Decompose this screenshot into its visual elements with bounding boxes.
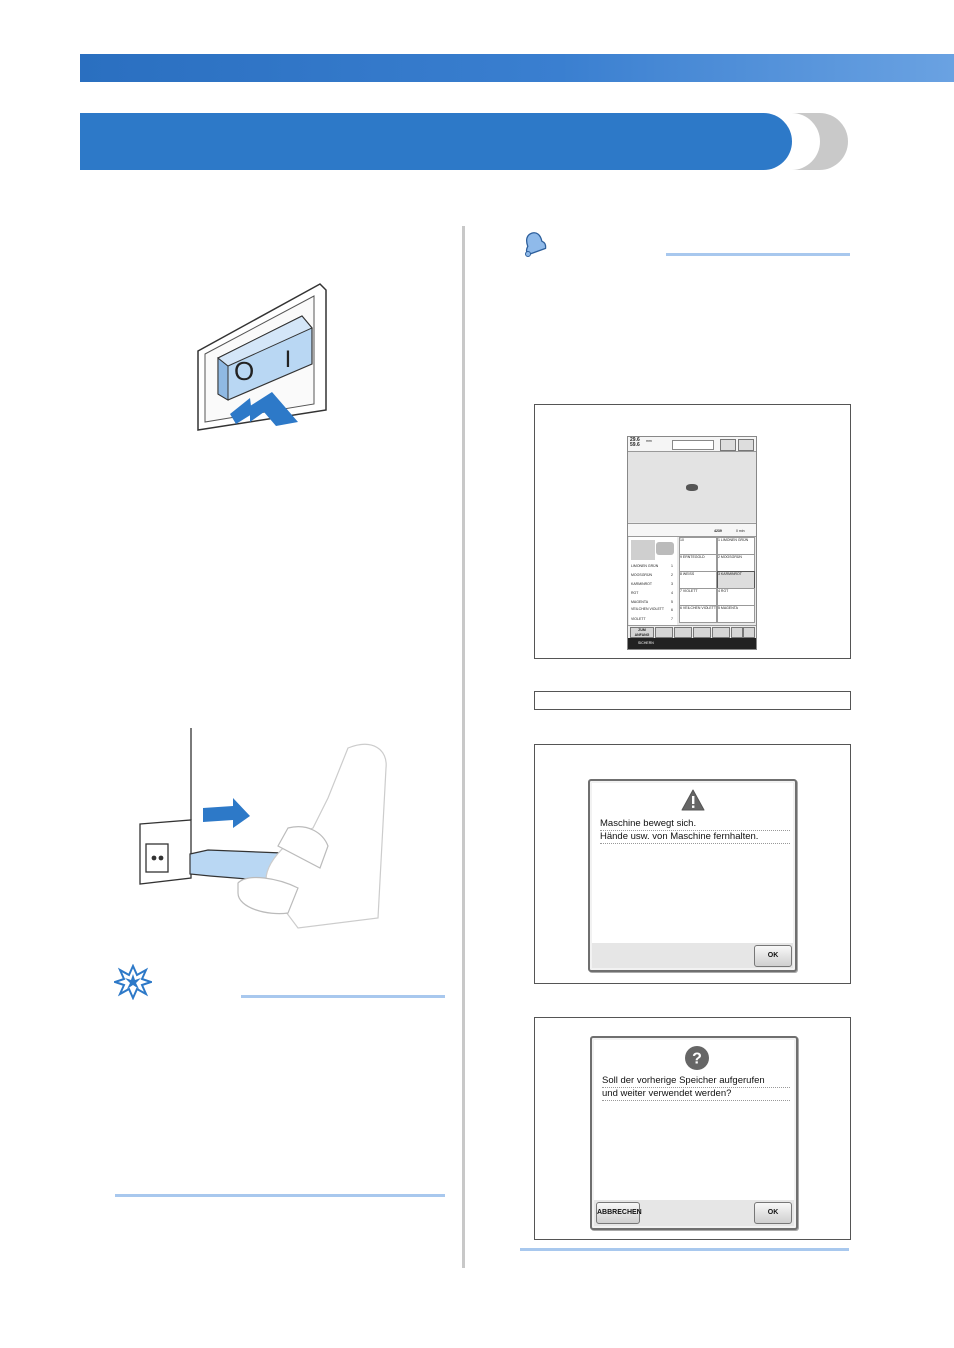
lcd-grid-cell[interactable]: 9 ERNTEGOLD: [679, 554, 717, 572]
lcd-home-button[interactable]: [738, 439, 754, 451]
lcd-thread-6: VEILCHEN VIOLETT: [631, 607, 665, 611]
memo-bottom-rule: [520, 1248, 849, 1251]
warning-dialog: Maschine bewegt sich. Hände usw. von Mas…: [588, 779, 797, 972]
lcd-minus-button[interactable]: [731, 627, 743, 638]
lcd-thread-num: 1: [671, 564, 673, 568]
lcd-grid-cell[interactable]: 5 MAGENTA: [717, 605, 755, 623]
lcd-thread-num: 7: [671, 617, 673, 621]
lcd-dim2: 59.6: [630, 442, 640, 448]
lcd-sichern-label[interactable]: SICHERN: [638, 641, 654, 645]
lcd-step-button[interactable]: [655, 627, 673, 638]
cancel-button[interactable]: ABBRECHEN: [596, 1202, 642, 1224]
svg-text:?: ?: [692, 1051, 702, 1068]
unplug-cord-illustration: [139, 728, 387, 929]
lcd-step-button[interactable]: [693, 627, 711, 638]
lcd-frame-buttons[interactable]: [672, 440, 714, 450]
lcd-thread-num: 2: [671, 573, 673, 577]
warning-triangle-icon: [681, 789, 705, 811]
lcd-unit: mm: [646, 439, 652, 443]
power-switch-illustration: [197, 283, 327, 431]
lcd-plus-button[interactable]: [743, 627, 755, 638]
lcd-thread-7: VIOLETT: [631, 617, 646, 621]
lcd-bottom-bar: SICHERN: [628, 638, 756, 649]
caption-box: [534, 691, 851, 710]
warning-dialog-figure: Maschine bewegt sich. Hände usw. von Mas…: [534, 744, 851, 984]
lcd-thread-grid: 10 1 LIMONEN GRÜN 9 ERNTEGOLD 2 MOOSGRÜN…: [678, 537, 755, 625]
burst-icon: [114, 964, 152, 1000]
lcd-thread-list: LIMONEN GRÜN MOOSGRÜN KARMINROT ROT MAGE…: [629, 537, 677, 627]
switch-off-symbol: O: [234, 356, 255, 386]
lcd-preview-area: [628, 452, 756, 522]
lcd-thread-num: 6: [671, 608, 673, 612]
ok-button[interactable]: OK: [754, 945, 792, 967]
lcd-view-toggle[interactable]: [656, 542, 674, 555]
lcd-time: 0 min: [736, 529, 745, 533]
lcd-step-button[interactable]: [674, 627, 692, 638]
lcd-grid-cell[interactable]: 8 WEISS: [679, 571, 717, 589]
lcd-grid-cell[interactable]: 1 LIMONEN GRÜN: [717, 537, 755, 555]
header-bar: [80, 54, 954, 82]
lcd-grid-cell[interactable]: 4 ROT: [717, 588, 755, 606]
lcd-grid-cell[interactable]: 6 VEILCHEN VIOLETT: [679, 605, 717, 623]
lcd-grid-cell[interactable]: 10: [679, 537, 717, 555]
lcd-dim1: 29.6: [630, 437, 640, 443]
lcd-design-thumbnail: [686, 484, 698, 491]
lcd-screen-figure: 29.6 59.6 mm 4239 0 min LIMONEN GRÜN MOO…: [534, 404, 851, 659]
lcd-thread-num: 4: [671, 591, 673, 595]
lcd-thread-1: LIMONEN GRÜN: [631, 564, 659, 568]
confirm-line-1: Soll der vorherige Speicher aufgerufen: [602, 1074, 790, 1088]
bell-icon: [525, 232, 547, 257]
note-top-rule: [241, 995, 445, 998]
warning-line-1: Maschine bewegt sich.: [600, 817, 790, 831]
lcd-grid-cell[interactable]: 7 VIOLETT: [679, 588, 717, 606]
section-banner: [80, 113, 792, 170]
lcd-display: 29.6 59.6 mm 4239 0 min LIMONEN GRÜN MOO…: [627, 436, 757, 650]
question-circle-icon: ?: [685, 1046, 709, 1070]
lcd-thread-4: ROT: [631, 591, 639, 595]
lcd-stitch-count: 4239: [714, 529, 722, 533]
lcd-thread-3: KARMINROT: [631, 582, 652, 586]
confirm-dialog-figure: ? Soll der vorherige Speicher aufgerufen…: [534, 1017, 851, 1240]
lcd-thread-num: 5: [671, 600, 673, 604]
confirm-dialog: ? Soll der vorherige Speicher aufgerufen…: [590, 1036, 798, 1230]
lcd-grid-cell[interactable]: 2 MOOSGRÜN: [717, 554, 755, 572]
switch-on-symbol: I: [284, 346, 292, 373]
lcd-window-button[interactable]: [720, 439, 736, 451]
ok-button[interactable]: OK: [754, 1202, 792, 1224]
lcd-zum-anfang-button[interactable]: ZUM ANFANG: [630, 627, 654, 638]
lcd-thread-2: MOOSGRÜN: [631, 573, 652, 577]
lcd-grid-cell-selected[interactable]: 3 KARMINROT: [717, 571, 755, 589]
lcd-step-button[interactable]: [712, 627, 730, 638]
memo-top-rule: [666, 253, 850, 256]
column-divider: [462, 226, 465, 1268]
lcd-thread-num: 3: [671, 582, 673, 586]
confirm-line-2: und weiter verwendet werden?: [602, 1087, 790, 1101]
warning-line-2: Hände usw. von Maschine fernhalten.: [600, 830, 790, 844]
lcd-design-preview: [631, 540, 655, 560]
lcd-thread-5: MAGENTA: [631, 600, 649, 604]
note-bottom-rule: [115, 1194, 445, 1197]
